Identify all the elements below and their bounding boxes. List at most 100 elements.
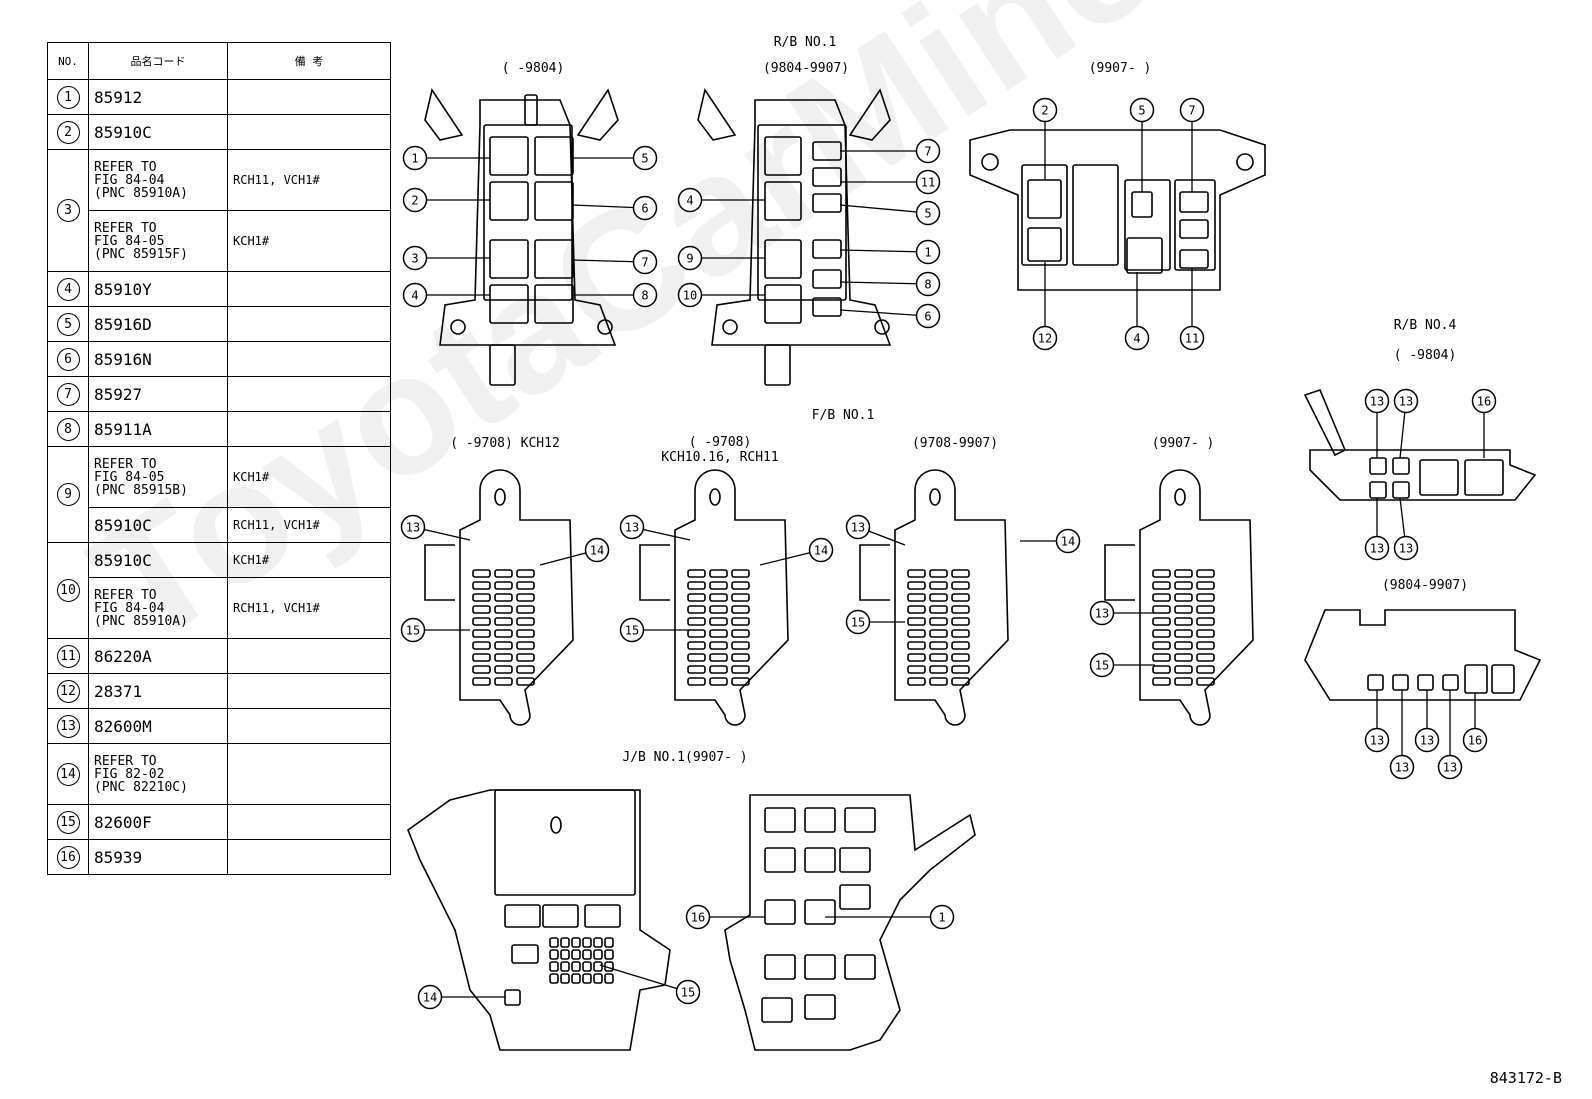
fuse-slot [951, 641, 970, 650]
mount-hole [981, 153, 999, 171]
callout-14: 14 [539, 537, 610, 566]
fuse-slot [534, 181, 574, 221]
fuse-slot [494, 593, 513, 602]
callout-circle [400, 617, 426, 643]
fuse-slot [951, 629, 970, 638]
callout-circle [632, 145, 658, 171]
relay-slot [812, 193, 842, 213]
relay-slot [1419, 459, 1459, 496]
fuse-slot [709, 581, 728, 590]
cell-code: 82600M [88, 708, 228, 744]
callout-number: 5 [924, 207, 931, 221]
relay-slot [812, 269, 842, 289]
callout-5: 5 [839, 200, 941, 226]
callout-13: 13 [1389, 690, 1415, 780]
fuse-slot [494, 617, 513, 626]
leader-line [599, 964, 689, 993]
fuse-slot [731, 617, 750, 626]
fuse-slot [709, 641, 728, 650]
callout-number: 10 [683, 289, 697, 303]
fuse-slot [1196, 593, 1215, 602]
cell-no: 11 [47, 638, 89, 674]
cell-code: 85910C [88, 507, 228, 543]
callout-circle [584, 537, 610, 563]
fuse-slot [907, 569, 926, 578]
callout-number: 11 [921, 176, 935, 190]
relay-slot [839, 847, 871, 873]
callout-15: 15 [1089, 652, 1155, 678]
callout-circle [845, 609, 871, 635]
fuse-slot [709, 653, 728, 662]
item-number: 7 [56, 382, 80, 406]
fuse-slot [494, 641, 513, 650]
callout-15: 15 [400, 617, 470, 643]
fuse-slot [951, 569, 970, 578]
callout-circle [1124, 325, 1150, 351]
rb1-body-2 [711, 99, 892, 346]
fuse-slot [907, 677, 926, 686]
fuse-slot [494, 605, 513, 614]
relay-slot [1491, 664, 1515, 694]
fuse-slot [907, 593, 926, 602]
cell-remarks: KCH1# [227, 542, 391, 578]
callout-number: 13 [406, 521, 420, 535]
block [1174, 179, 1216, 271]
fb1-variant-3: (9708-9907) [912, 436, 998, 451]
callout-13: 13 [1393, 388, 1419, 459]
cell-no: 9 [47, 446, 89, 543]
fuse-slot [1174, 653, 1193, 662]
item-number: 5 [56, 312, 80, 336]
callout-number: 13 [1395, 761, 1409, 775]
block [1124, 179, 1171, 271]
callout-14: 14 [759, 537, 834, 566]
fuse-slot [929, 605, 948, 614]
fuse-slot [687, 677, 706, 686]
cell-no: 10 [47, 542, 89, 639]
callout-7: 7 [571, 249, 658, 275]
relay-slot [804, 954, 836, 980]
relay-slot [761, 997, 793, 1023]
fuse-slot [731, 593, 750, 602]
callout-circle [677, 245, 703, 271]
cell-remarks [227, 271, 391, 307]
mini-fuse [560, 937, 570, 948]
fb1-variant-2b: KCH10.16, RCH11 [661, 450, 778, 465]
callout-circle [1032, 97, 1058, 123]
callout-11: 11 [840, 169, 941, 195]
callout-number: 15 [681, 986, 695, 1000]
callout-number: 6 [924, 310, 931, 324]
fb1-body-2 [674, 469, 789, 726]
cell-remarks [227, 708, 391, 744]
item-number: 10 [56, 579, 80, 602]
item-number: 15 [56, 810, 80, 834]
fuse-slot [1174, 617, 1193, 626]
callout-circle [677, 282, 703, 308]
fuse-slot [516, 593, 535, 602]
fuse-slot [764, 284, 802, 324]
item-number: 9 [56, 483, 80, 506]
fuse-slot [1152, 629, 1171, 638]
relay-slot [764, 899, 796, 925]
callout-circle [400, 514, 426, 540]
callout-number: 7 [924, 145, 931, 159]
callout-8: 8 [572, 282, 658, 308]
callout-number: 13 [1370, 734, 1384, 748]
fuse-slot [929, 677, 948, 686]
fuse-slot [907, 665, 926, 674]
callout-13: 13 [400, 514, 471, 541]
fuse-slot [489, 284, 529, 324]
fuse-slot [1196, 605, 1215, 614]
section-labels: R/B NO.1 ( -9804) (9804-9907) (9907- ) F… [450, 35, 1468, 765]
cell-remarks: RCH11, VCH1# [227, 507, 391, 543]
fuse-slot [1152, 617, 1171, 626]
fuse-slot [534, 284, 574, 324]
rb1-variant-1: ( -9804) [502, 61, 565, 76]
mini-fuse [571, 937, 581, 948]
relay-slot [839, 884, 871, 910]
cell-code: REFER TO FIG 84-04 (PNC 85910A) [88, 577, 228, 639]
mini-fuse [582, 937, 592, 948]
